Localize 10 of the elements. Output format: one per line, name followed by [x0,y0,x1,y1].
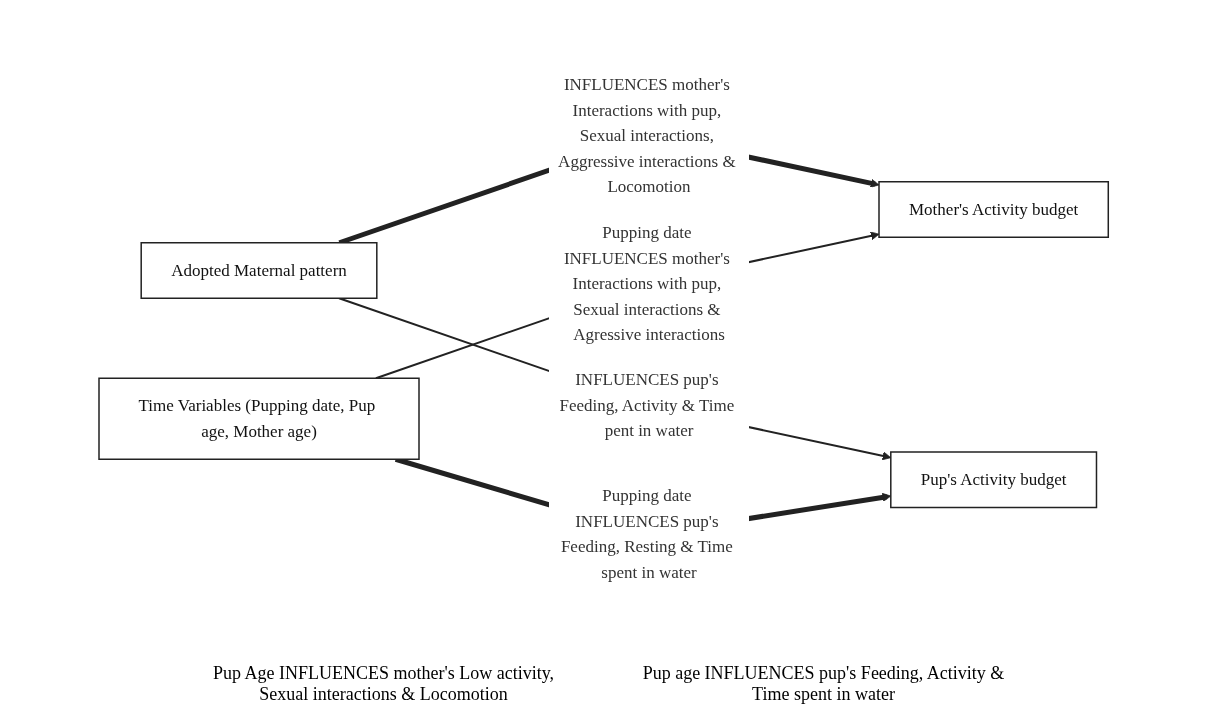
node-box: Adopted Maternal pattern [140,241,378,299]
node-box: Time Variables (Pupping date, Pup age, Mother age) [98,377,420,460]
edge-label: INFLUENCES pup's Feeding, Activity & Time pent in water [559,370,735,441]
note-text: Pup age INFLUENCES pup's Feeding, Activity & Time spent in water [641,663,1006,705]
node-box: Mother's Activity budget [878,180,1109,238]
edge-label: Pupping date INFLUENCES mother's Interactions with pup, Sexual interactions & Agressive interactions [563,222,730,344]
node-box: Pup's Activity budget [889,451,1098,509]
edge-label: Pupping date INFLUENCES pup's Feeding, Resting & Time spent in water [560,486,733,582]
edge-label: INFLUENCES mother's Interactions with pup, Sexual interactions, Aggressive interactions & Locomotion [557,74,736,196]
note-text: Pup Age INFLUENCES mother's Low activity, Sexual interactions & Locomotion [211,663,556,705]
